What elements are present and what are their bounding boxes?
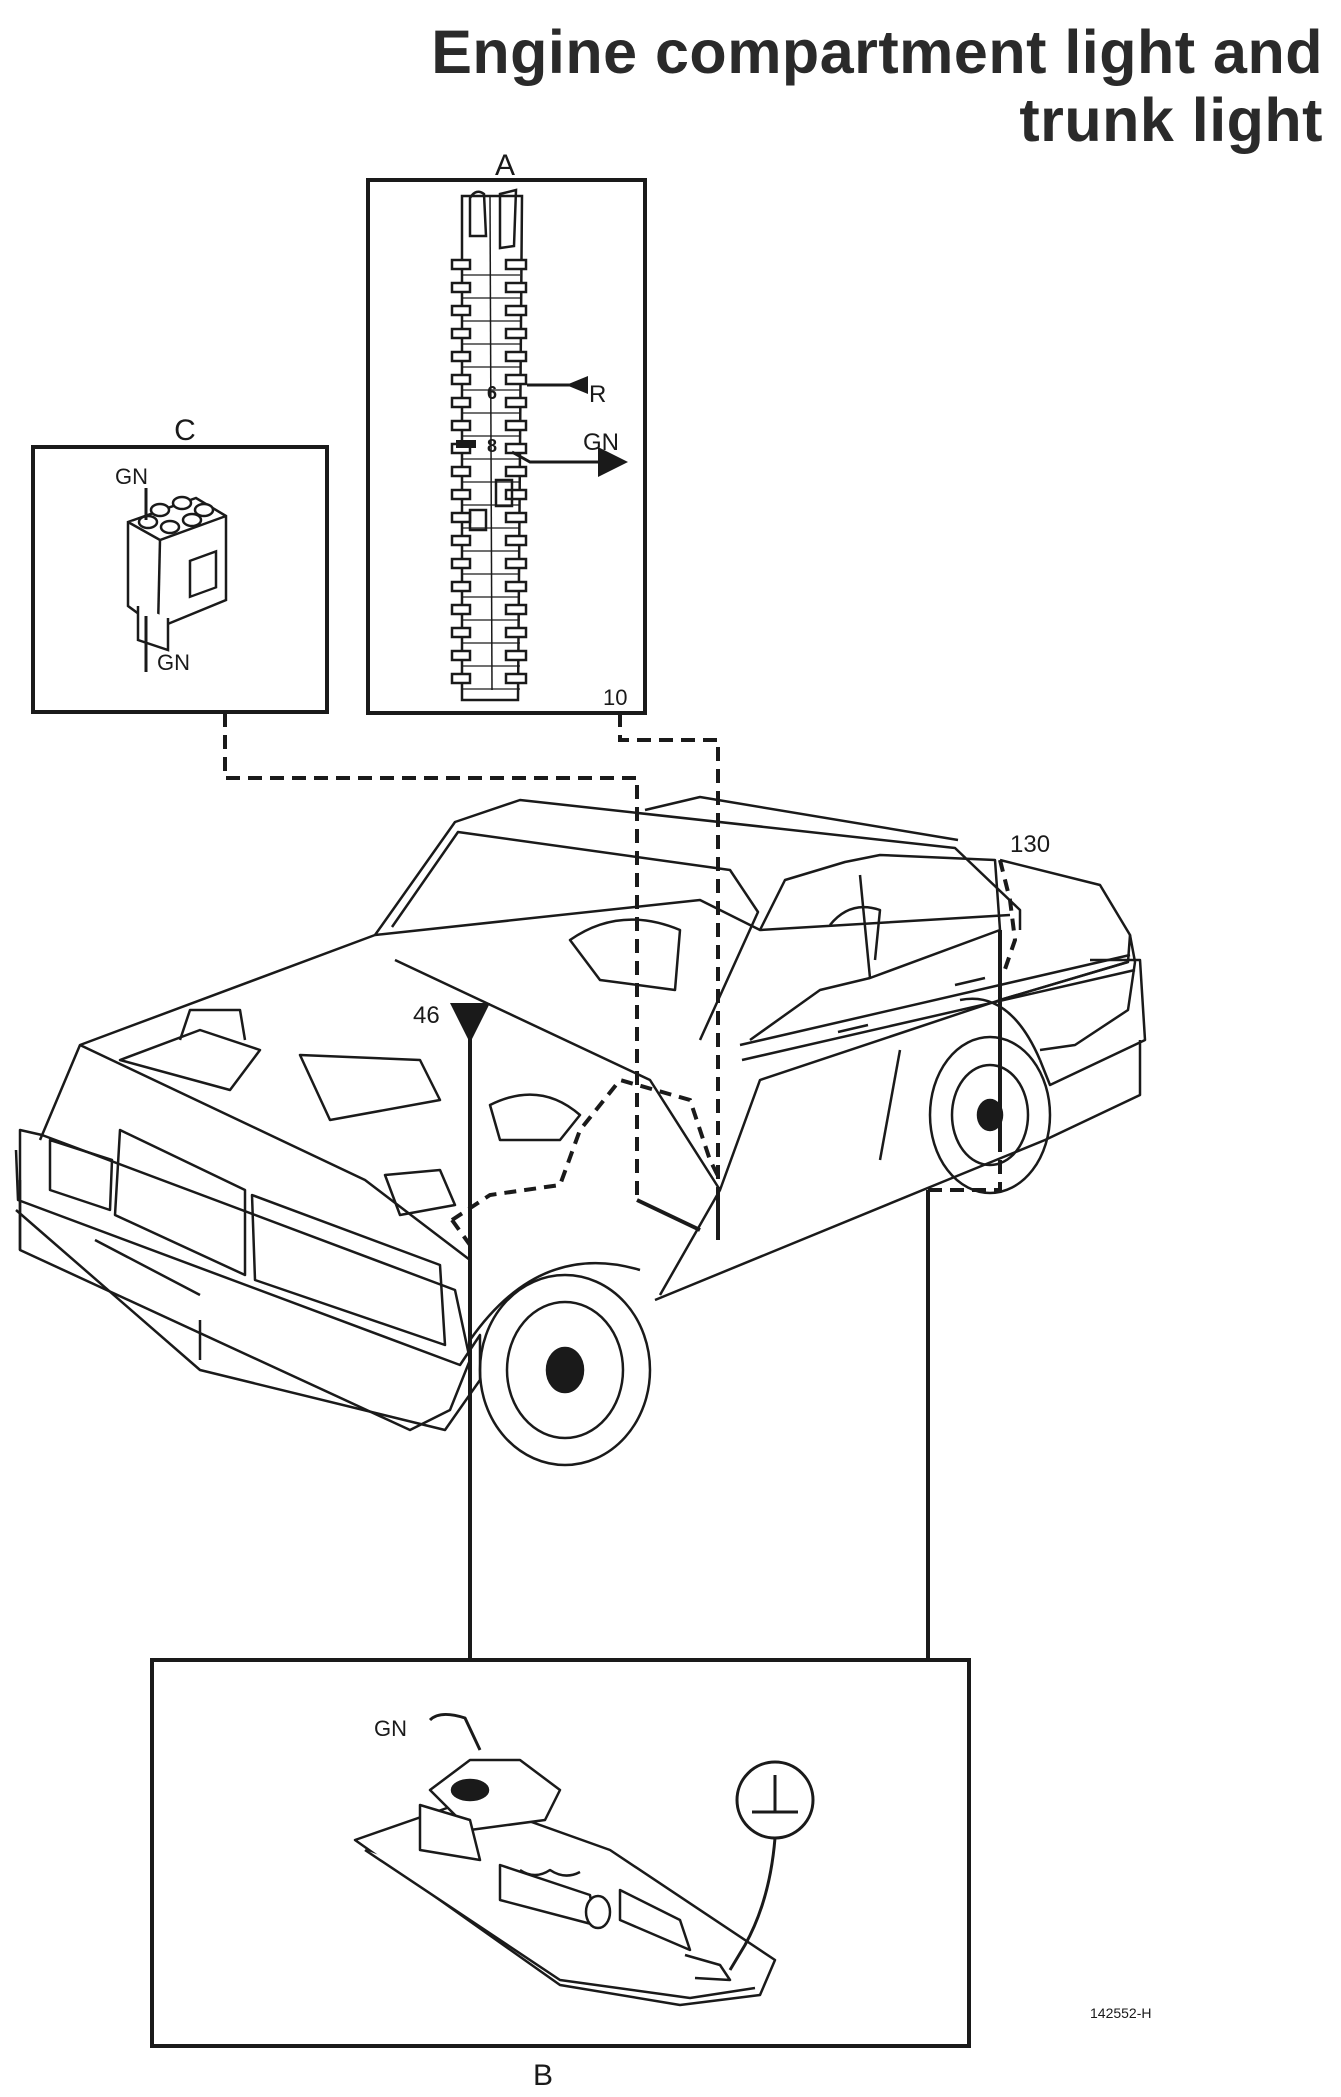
fuse-terminal [450, 488, 472, 501]
panel-b: B GN [150, 1658, 971, 2092]
callout-trunk: 130 [1010, 831, 1050, 858]
title-line-1: Engine compartment light and [431, 18, 1323, 86]
fuse-terminal [504, 419, 528, 432]
fuse-terminal [450, 511, 472, 524]
fuse-terminal [504, 626, 528, 639]
fuse-terminal [504, 672, 528, 685]
figure-code: 142552-H [1090, 2005, 1152, 2021]
callout-engine: 46 [413, 1002, 440, 1029]
panel-b-label: B [533, 2059, 553, 2092]
fuse-terminal [450, 373, 472, 386]
wire-gn-label-a: GN [583, 429, 619, 456]
fuse-terminal [504, 304, 528, 317]
wire-gn-label-c-bottom: GN [157, 650, 190, 675]
fuse-terminal [504, 465, 528, 478]
fuse-terminal [450, 465, 472, 478]
fuse-terminal [450, 396, 472, 409]
terminal-8: 8 [487, 436, 497, 456]
page-title: Engine compartment light and trunk light [431, 18, 1323, 154]
fuse-terminal [504, 534, 528, 547]
wire-gn-label-b: GN [374, 1716, 407, 1741]
title-line-2: trunk light [1019, 86, 1323, 154]
fuse-terminal [504, 488, 528, 501]
panel-c-label: C [174, 414, 196, 447]
wire-gn-label-c-top: GN [115, 464, 148, 489]
fuse-terminal [504, 603, 528, 616]
panel-a-ref-number: 10 [603, 685, 627, 710]
fuse-terminal [504, 350, 528, 363]
fuse-terminal [504, 557, 528, 570]
fuse-terminal [504, 442, 528, 455]
fuse-terminal [450, 304, 472, 317]
connection-lines [223, 713, 1002, 1660]
fuse-terminal [450, 534, 472, 547]
fuse-terminal [504, 258, 528, 271]
fuse-terminal [450, 258, 472, 271]
fuse-terminal [450, 281, 472, 294]
fuse-terminal [450, 580, 472, 593]
fuse-terminal [450, 603, 472, 616]
lamp-drawing [353, 1713, 777, 2007]
wire-r-label: R [589, 381, 606, 408]
ground-symbol [728, 1760, 815, 1971]
fuse-terminal [504, 649, 528, 662]
fuse-terminal [450, 419, 472, 432]
connector-drawing [126, 488, 228, 672]
fuse-terminal [504, 580, 528, 593]
panel-a-label: A [495, 149, 515, 182]
fuse-terminal [450, 672, 472, 685]
fuse-terminal [450, 327, 472, 340]
fuse-terminal [504, 373, 528, 386]
fuse-terminal [504, 327, 528, 340]
fuse-terminal [450, 557, 472, 570]
panel-c: C GN GN [31, 414, 329, 714]
fuse-terminal [450, 350, 472, 363]
car-drawing [14, 795, 1147, 1467]
wire-gn-arrow [511, 447, 628, 477]
fuse-terminals [450, 258, 528, 690]
fuse-terminal [504, 511, 528, 524]
panel-a: A 10 6 8 R GN [366, 149, 647, 715]
fuse-terminal [504, 396, 528, 409]
car-wiring [450, 859, 1018, 1247]
fuse-block [450, 188, 528, 702]
fuse-terminal [504, 281, 528, 294]
fuse-terminal [450, 649, 472, 662]
fuse-terminal [450, 626, 472, 639]
terminal-6: 6 [487, 383, 497, 403]
